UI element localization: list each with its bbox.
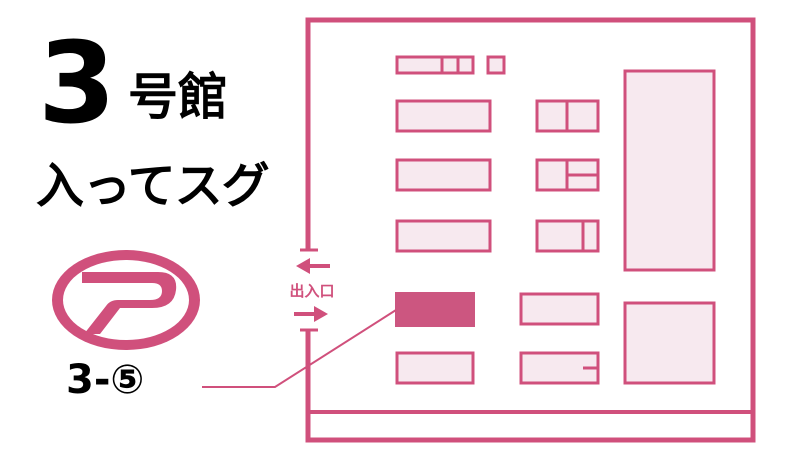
parking-p-logo-icon — [52, 250, 200, 350]
building-number: 3 — [38, 19, 116, 149]
arrow-left-icon — [296, 258, 330, 274]
stall-mid-1 — [535, 99, 600, 133]
building-title: 3 号館 — [38, 28, 228, 140]
building-outline — [305, 17, 756, 443]
stall-left-1 — [395, 99, 492, 133]
stall-left-5 — [395, 351, 475, 385]
stall-mid-3 — [535, 219, 600, 253]
stall-top-row — [395, 55, 475, 75]
stall-mid-5 — [519, 351, 600, 385]
parking-spot-label: 3-⑤ — [66, 357, 145, 403]
stall-mid-4 — [519, 292, 600, 326]
block-right-large — [623, 69, 716, 272]
block-right-small — [623, 301, 716, 385]
highlighted-stall-3-5 — [395, 292, 475, 327]
leader-line — [202, 309, 397, 388]
building-suffix: 号館 — [127, 68, 228, 126]
stall-mid-2 — [535, 158, 600, 192]
stall-left-3 — [395, 219, 492, 253]
subtitle: 入ってスグ — [36, 158, 270, 214]
stall-left-2 — [395, 158, 492, 192]
arrow-right-icon — [294, 306, 328, 322]
stall-top-small — [486, 55, 506, 75]
entrance-label: 出入口 — [289, 282, 335, 300]
